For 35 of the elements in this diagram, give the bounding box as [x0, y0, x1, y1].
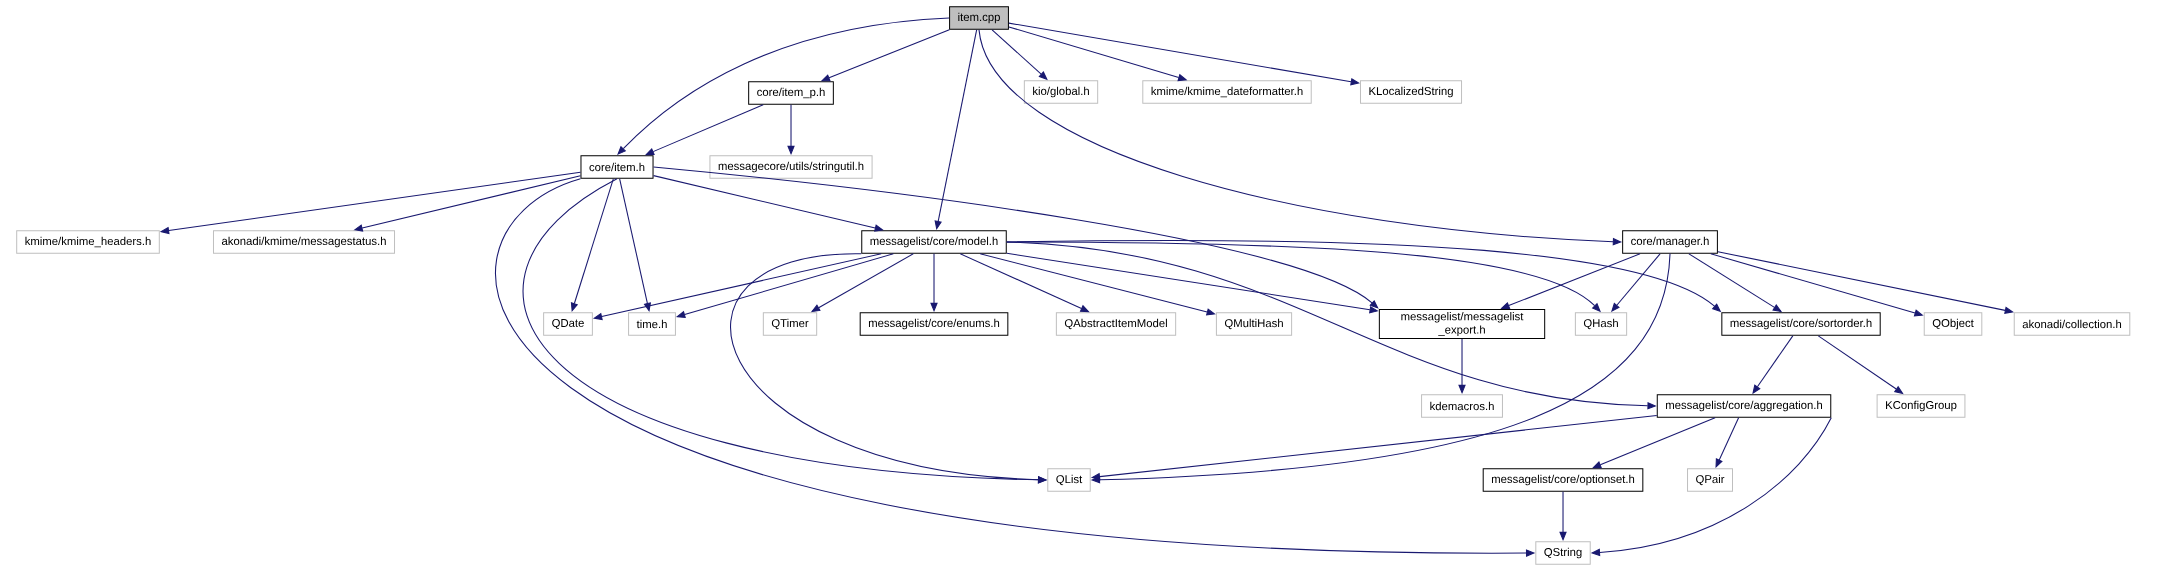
arrow — [1592, 417, 1716, 469]
arrow — [979, 253, 1216, 316]
arrow — [676, 253, 894, 319]
file-box: KLocalizedString — [1360, 80, 1463, 104]
file-box: akonadi/kmime/messagestatus.h — [213, 230, 396, 254]
file-box: akonadi/collection.h — [2013, 312, 2131, 336]
file-box: QTimer — [762, 312, 818, 336]
file-box: messagelist/core/enums.h — [859, 312, 1009, 336]
file-box: messagelist/core/aggregation.h — [1656, 394, 1832, 418]
file-box: core/item_p.h — [748, 81, 834, 105]
file-box: messagelist/core/model.h — [861, 230, 1007, 254]
arrow — [653, 166, 1379, 309]
file-box: kmime/kmime_headers.h — [16, 230, 160, 254]
file-box: QAbstractItemModel — [1055, 312, 1177, 336]
file-box: QPair — [1687, 468, 1733, 492]
arrow — [653, 175, 884, 232]
file-box: core/manager.h — [1622, 230, 1718, 254]
file-box: messagelist/core/optionset.h — [1482, 468, 1644, 492]
file-box: core/item.h — [580, 155, 654, 179]
file-box: messagelist/messagelist _export.h — [1378, 308, 1546, 340]
file-box: kdemacros.h — [1421, 394, 1503, 418]
file-box: QHash — [1574, 312, 1628, 336]
file-box: QMultiHash — [1215, 312, 1293, 336]
file-box: QObject — [1923, 312, 1983, 336]
file-box: KConfigGroup — [1876, 394, 1966, 418]
file-box: time.h — [628, 312, 676, 336]
file-box: item.cpp — [949, 6, 1009, 30]
file-box: QString — [1535, 541, 1591, 565]
file-box: QList — [1047, 468, 1091, 492]
file-box: kmime/kmime_dateformatter.h — [1142, 80, 1312, 104]
file-box: messagecore/utils/stringutil.h — [709, 155, 873, 179]
file-box: messagelist/core/sortorder.h — [1721, 312, 1881, 336]
file-box: kio/global.h — [1023, 80, 1099, 104]
file-box: QDate — [543, 312, 593, 336]
arrow — [1008, 22, 1360, 86]
